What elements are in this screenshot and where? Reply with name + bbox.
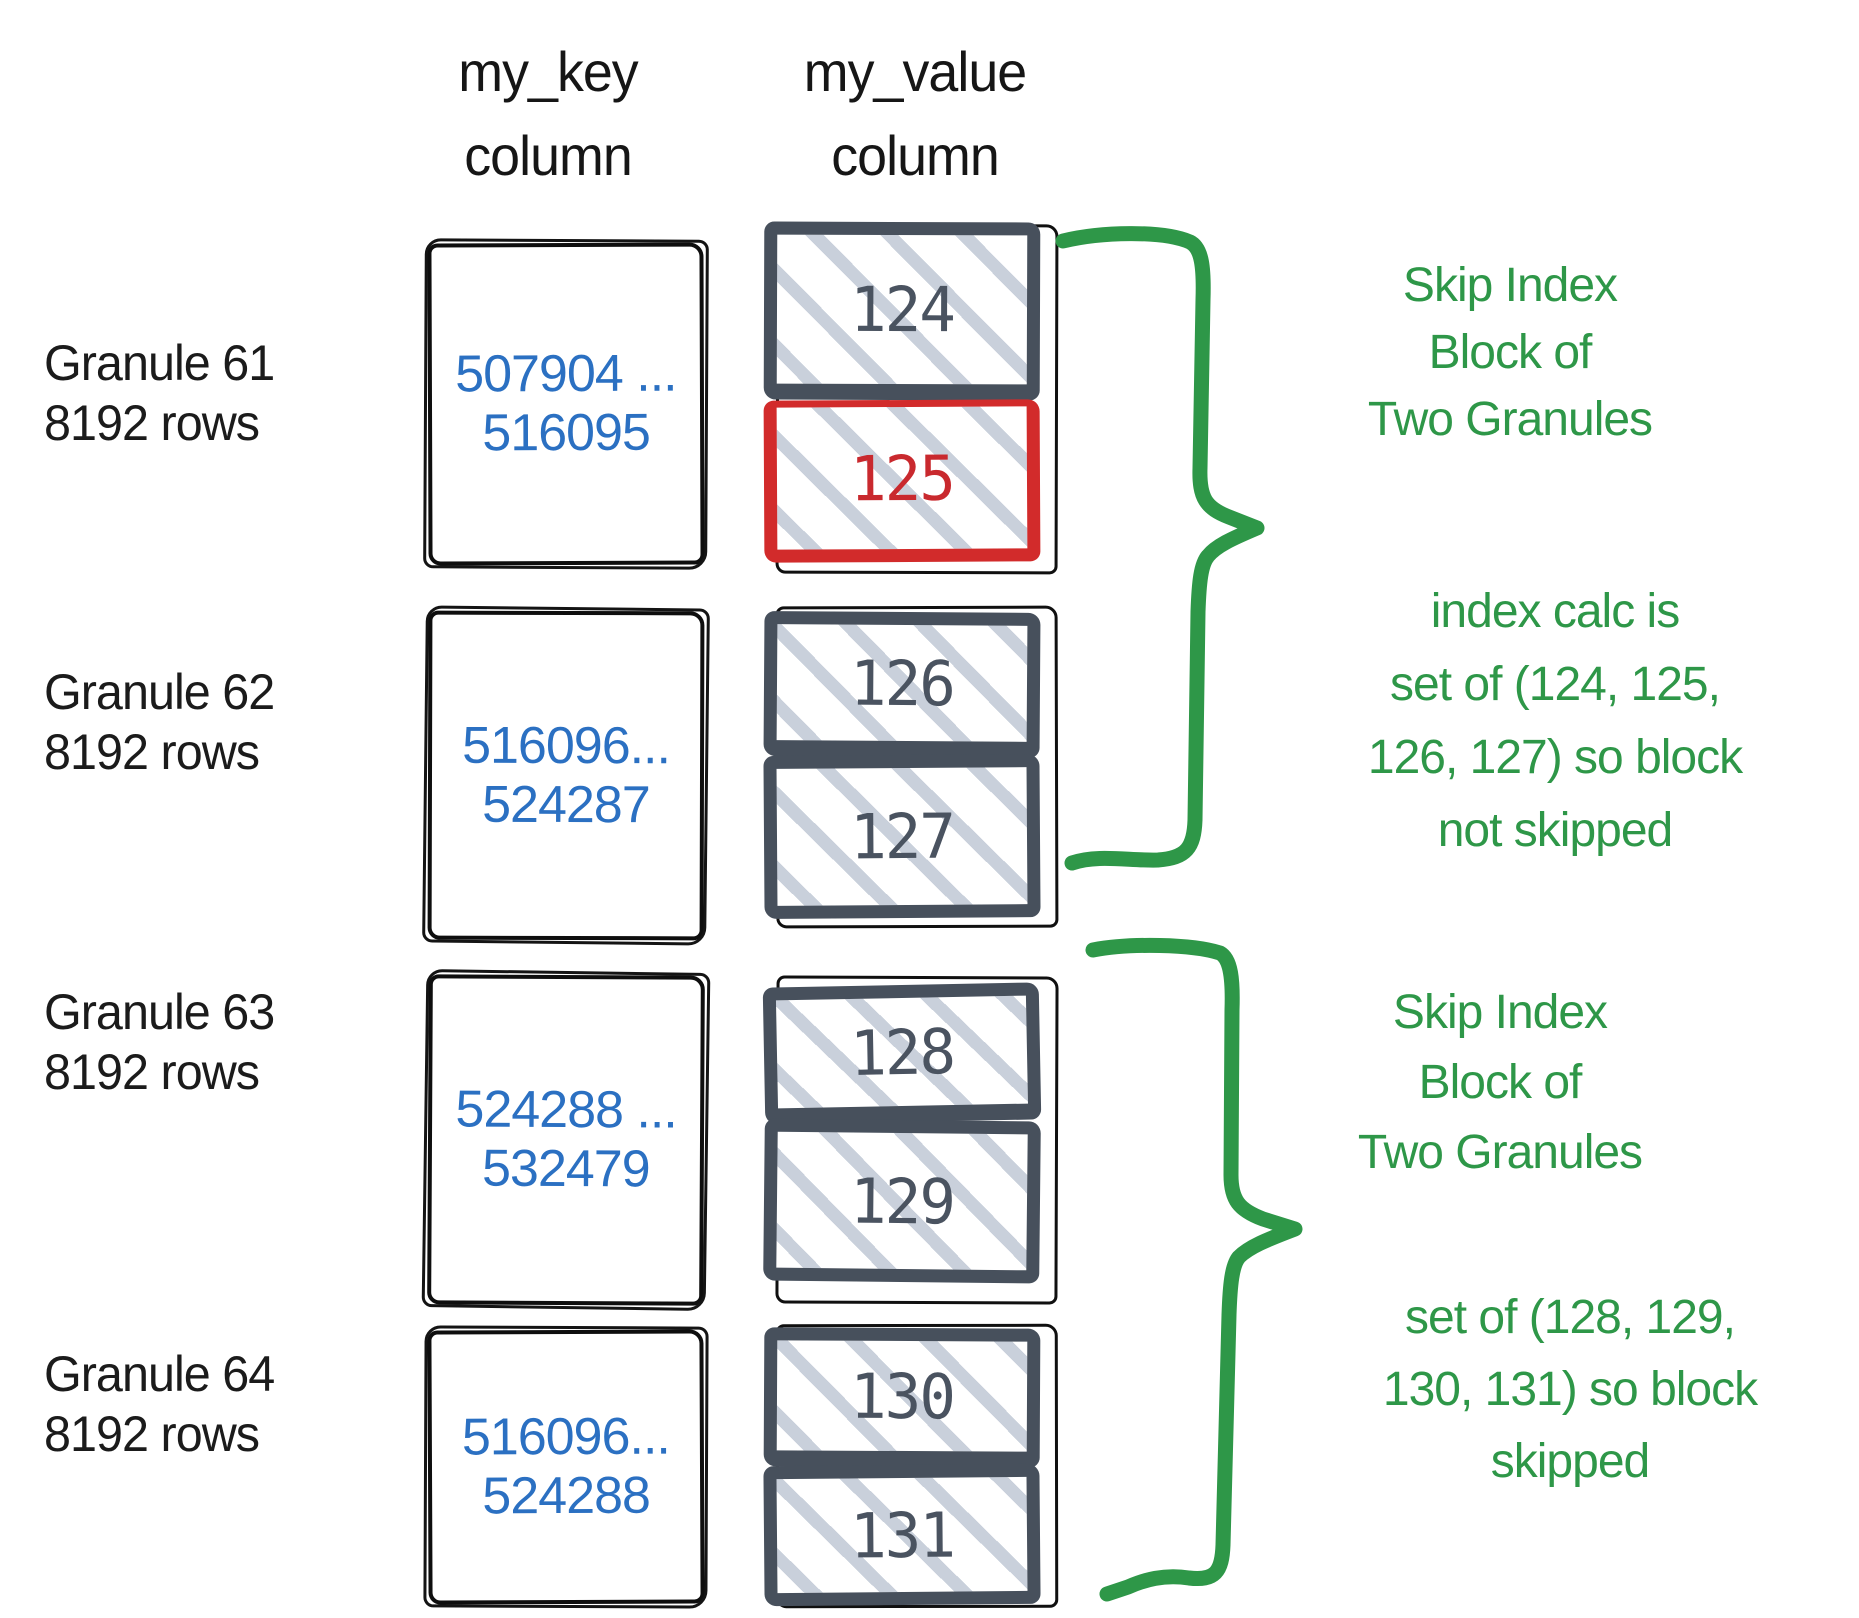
annotation-index-calc-not-skipped: index calc is set of (124, 125, 126, 127… [1245, 575, 1859, 867]
annotation-line: index calc is [1430, 585, 1680, 638]
granule-61-label: Granule 61 8192 rows [44, 333, 345, 453]
annotation-line: Skip Index [1392, 986, 1608, 1039]
value-block-125-highlighted: 125 [763, 399, 1041, 563]
key-box-granule-63: 524288 ... 532479 [427, 974, 705, 1306]
key-range-end: 524287 [482, 775, 650, 834]
annotation-line: Block of [1428, 326, 1593, 379]
granule-rows: 8192 rows [44, 724, 260, 780]
block-number: 124 [849, 272, 955, 347]
annotation-line: set of (124, 125, [1390, 658, 1721, 711]
annotation-line: Block of [1418, 1056, 1583, 1109]
value-block-129: 129 [763, 1118, 1041, 1284]
block-number: 126 [849, 646, 955, 720]
key-range-start: 516096... [462, 716, 671, 775]
key-box-granule-64: 516096... 524288 [427, 1329, 705, 1605]
block-number: 130 [849, 1359, 955, 1433]
granule-rows: 8192 rows [44, 395, 260, 451]
value-block-130: 130 [763, 1327, 1041, 1468]
annotation-line: Skip Index [1402, 259, 1618, 312]
key-box-granule-61: 507904 ... 516095 [427, 242, 705, 566]
granule-name: Granule 61 [44, 335, 275, 391]
value-block-131: 131 [763, 1463, 1041, 1607]
block-number: 129 [849, 1163, 955, 1239]
key-range-end: 532479 [481, 1139, 650, 1199]
annotation-line: 126, 127) so block [1367, 731, 1743, 784]
key-range-start: 524288 ... [455, 1080, 677, 1140]
annotation-set-skipped: set of (128, 129, 130, 131) so block ski… [1260, 1282, 1859, 1498]
annotation-skip-block-2: Skip Index Block of Two Granules [1200, 978, 1800, 1188]
key-range-start: 516096... [461, 1407, 670, 1467]
block-number: 131 [849, 1498, 955, 1572]
granule-rows: 8192 rows [44, 1044, 260, 1100]
block-number: 127 [849, 799, 955, 874]
value-block-127: 127 [763, 754, 1041, 919]
annotation-line: Two Granules [1367, 393, 1653, 446]
header-line: column [464, 124, 633, 187]
granule-name: Granule 64 [44, 1346, 275, 1402]
granule-62-label: Granule 62 8192 rows [44, 662, 345, 782]
header-line: column [831, 124, 1000, 187]
granule-rows: 8192 rows [44, 1406, 260, 1462]
header-line: my_key [458, 40, 638, 103]
granule-63-label: Granule 63 8192 rows [44, 982, 345, 1102]
key-range-start: 507904 ... [455, 344, 677, 404]
key-box-granule-62: 516096... 524287 [427, 610, 705, 941]
my-value-column-header: my_value column [761, 30, 1068, 198]
granule-name: Granule 63 [44, 984, 275, 1040]
annotation-line: skipped [1490, 1435, 1650, 1488]
block-number: 128 [849, 1014, 955, 1090]
value-block-128: 128 [762, 982, 1042, 1125]
granule-64-label: Granule 64 8192 rows [44, 1344, 345, 1464]
granule-name: Granule 62 [44, 664, 275, 720]
annotation-line: Two Granules [1357, 1126, 1643, 1179]
key-range-end: 516095 [482, 403, 650, 463]
key-range-end: 524288 [482, 1466, 651, 1526]
annotation-line: 130, 131) so block [1382, 1363, 1758, 1416]
annotation-skip-block-1: Skip Index Block of Two Granules [1210, 252, 1810, 453]
value-block-126: 126 [763, 611, 1041, 758]
value-block-124: 124 [763, 221, 1041, 401]
annotation-line: not skipped [1437, 804, 1674, 857]
header-line: my_value [803, 40, 1027, 103]
my-key-column-header: my_key column [394, 30, 701, 198]
block-number: 125 [849, 441, 955, 515]
annotation-line: set of (128, 129, [1405, 1291, 1736, 1344]
